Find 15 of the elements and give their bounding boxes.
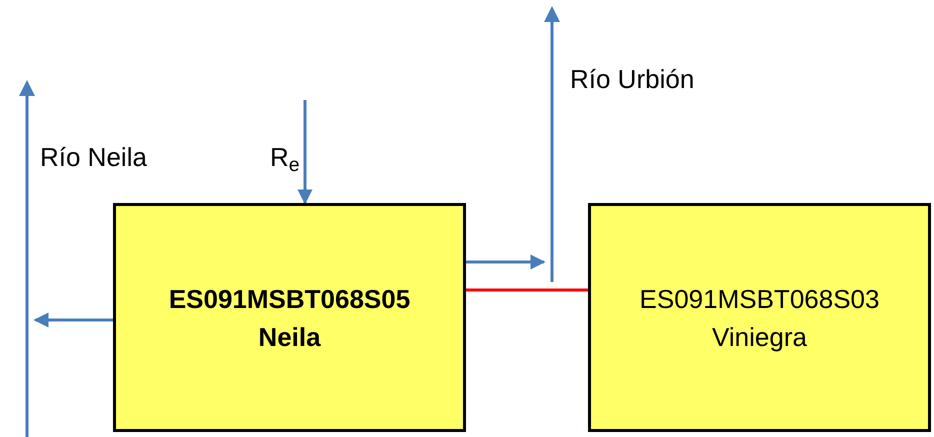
river-arrow bbox=[544, 6, 560, 282]
box-label: Neila bbox=[258, 320, 321, 354]
process-box bbox=[113, 203, 466, 432]
outflow-arrow bbox=[34, 312, 113, 328]
river-label: Río Neila bbox=[40, 141, 147, 174]
process-box bbox=[588, 203, 931, 432]
river-label: Río Urbión bbox=[570, 63, 694, 96]
edge-label: R$_{e}$ bbox=[270, 141, 300, 174]
inflow-arrow bbox=[298, 100, 312, 204]
box-label: Viniegra bbox=[712, 320, 807, 354]
box-label: ES091MSBT068S03 bbox=[640, 282, 880, 316]
river-arrow bbox=[19, 80, 35, 437]
box-label: ES091MSBT068S05 bbox=[168, 282, 410, 316]
outflow-arrow bbox=[466, 254, 546, 270]
connection-line bbox=[466, 288, 588, 292]
